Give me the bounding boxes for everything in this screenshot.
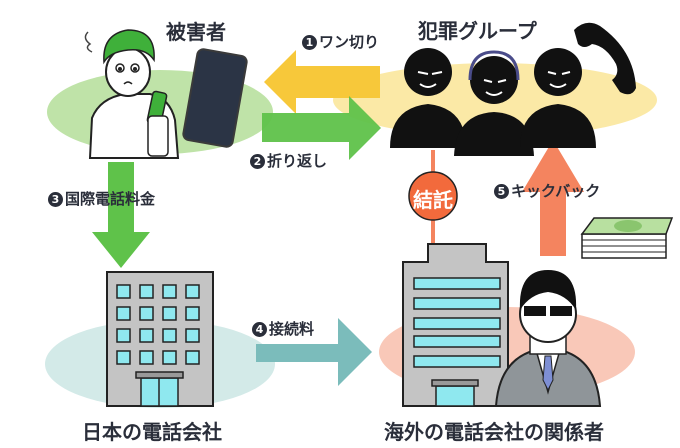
telephone-handset-icon — [574, 22, 636, 95]
criminal-silhouettes-icon — [390, 48, 596, 156]
step-4-number-icon: 4 — [252, 322, 267, 337]
victim-person-icon — [84, 29, 180, 159]
foreign-party-label: 海外の電話会社の関係者 — [384, 420, 604, 444]
foreign-party-person-icon — [494, 270, 602, 407]
step-1-number-icon: 1 — [302, 35, 317, 50]
victim-label: 被害者 — [166, 20, 226, 44]
smartphone-icon — [182, 48, 248, 148]
foreign-building-icon — [402, 243, 509, 407]
collusion-badge-label: 結託 — [413, 188, 453, 212]
money-stack-icon — [580, 217, 674, 259]
step-3-number-icon: 3 — [48, 192, 63, 207]
step-2-number-icon: 2 — [250, 154, 265, 169]
intl-fee-arrow — [92, 162, 150, 268]
callback-arrow — [262, 96, 381, 160]
step-5-number-icon: 5 — [494, 184, 509, 199]
japan-carrier-label: 日本の電話会社 — [82, 420, 222, 444]
criminal-group-label: 犯罪グループ — [418, 19, 537, 43]
kickback-arrow — [522, 140, 584, 256]
collusion-badge-circle — [408, 171, 458, 221]
japan-building-icon — [106, 271, 214, 407]
